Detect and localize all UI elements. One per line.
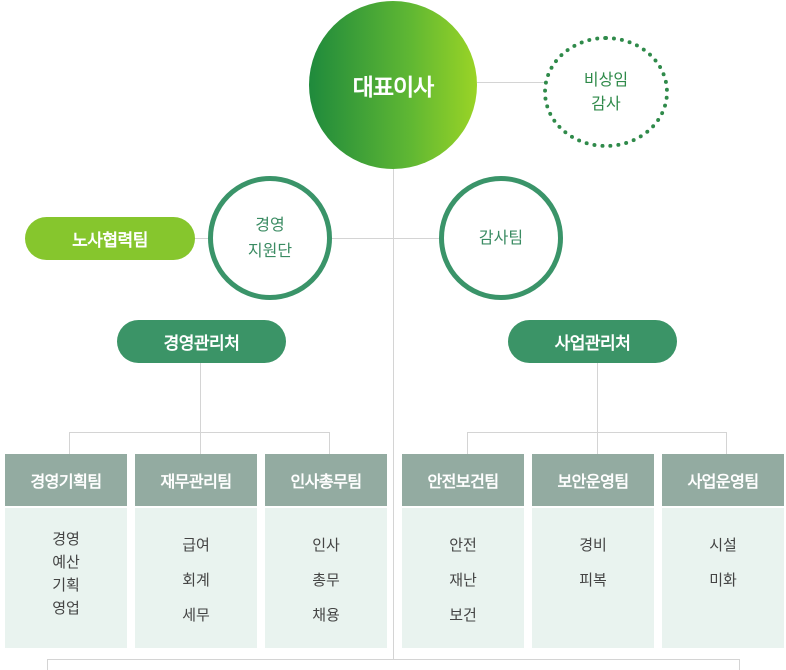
labor-connector	[194, 238, 210, 239]
team-name: 안전보건팀	[402, 454, 524, 506]
team-duty: 세무	[182, 606, 210, 624]
team-card: 재무관리팀 급여 회계 세무	[135, 454, 257, 648]
team-duty: 채용	[312, 606, 340, 624]
team-name: 경영기획팀	[5, 454, 127, 506]
team-duties: 시설 미화	[662, 508, 784, 648]
team-duty: 피복	[579, 571, 607, 589]
division-management: 경영관리처	[117, 320, 286, 363]
team-duties: 경영 예산 기획 영업	[5, 508, 127, 648]
division-management-label: 경영관리처	[163, 334, 240, 354]
bottom-bracket	[47, 659, 739, 660]
team-duty: 재난	[449, 571, 477, 589]
division-business-label: 사업관리처	[554, 334, 631, 354]
support-group-line-2: 지원단	[247, 241, 293, 260]
team-duty: 예산	[52, 553, 80, 571]
audit-team-node: 감사팀	[439, 176, 563, 300]
team-duty: 영업	[52, 599, 80, 617]
team5-drop	[597, 432, 598, 454]
audit-team-label: 감사팀	[478, 228, 524, 247]
team-duty: 인사	[312, 536, 340, 554]
team-duties: 급여 회계 세무	[135, 508, 257, 648]
team-duties: 안전 재난 보건	[402, 508, 524, 648]
bottom-bracket-right	[739, 659, 740, 670]
team-card: 인사총무팀 인사 총무 채용	[265, 454, 387, 648]
labor-team-label: 노사협력팀	[72, 231, 148, 251]
team3-drop	[329, 432, 330, 454]
team2-drop	[200, 432, 201, 454]
team-card: 안전보건팀 안전 재난 보건	[402, 454, 524, 648]
div1-branch	[69, 432, 330, 433]
ceo-node: 대표이사	[309, 1, 477, 169]
auditor-line-2: 감사	[591, 94, 621, 113]
team-name: 인사총무팀	[265, 454, 387, 506]
team6-drop	[726, 432, 727, 454]
team-duty: 경영	[52, 530, 80, 548]
support-connector	[330, 238, 442, 239]
div2-drop	[597, 363, 598, 433]
team-duty: 급여	[182, 536, 210, 554]
ceo-label: 대표이사	[352, 75, 435, 101]
team-duty: 총무	[312, 571, 340, 589]
team-duty: 기획	[52, 576, 80, 594]
team-duty: 미화	[709, 571, 737, 589]
auditor-node: 비상임 감사	[543, 36, 669, 148]
team4-drop	[467, 432, 468, 454]
team-name: 재무관리팀	[135, 454, 257, 506]
team-duty: 안전	[449, 536, 477, 554]
team-card: 보안운영팀 경비 피복	[532, 454, 654, 648]
team1-drop	[69, 432, 70, 454]
team-card: 사업운영팀 시설 미화	[662, 454, 784, 648]
team-duty: 보건	[449, 606, 477, 624]
team-duty: 경비	[579, 536, 607, 554]
auditor-line-1: 비상임	[583, 70, 629, 89]
team-name: 보안운영팀	[532, 454, 654, 506]
labor-team-node: 노사협력팀	[25, 217, 195, 260]
team-name: 사업운영팀	[662, 454, 784, 506]
bottom-bracket-left	[47, 659, 48, 670]
support-group-line-1: 경영	[255, 215, 285, 234]
team-duties: 인사 총무 채용	[265, 508, 387, 648]
team-duty: 회계	[182, 571, 210, 589]
team-card: 경영기획팀 경영 예산 기획 영업	[5, 454, 127, 648]
support-group-node: 경영 지원단	[208, 176, 332, 300]
team-duty: 시설	[709, 536, 737, 554]
trunk-line	[393, 169, 394, 660]
division-business: 사업관리처	[508, 320, 677, 363]
auditor-connector	[477, 82, 547, 83]
div1-drop	[200, 363, 201, 433]
team-duties: 경비 피복	[532, 508, 654, 648]
